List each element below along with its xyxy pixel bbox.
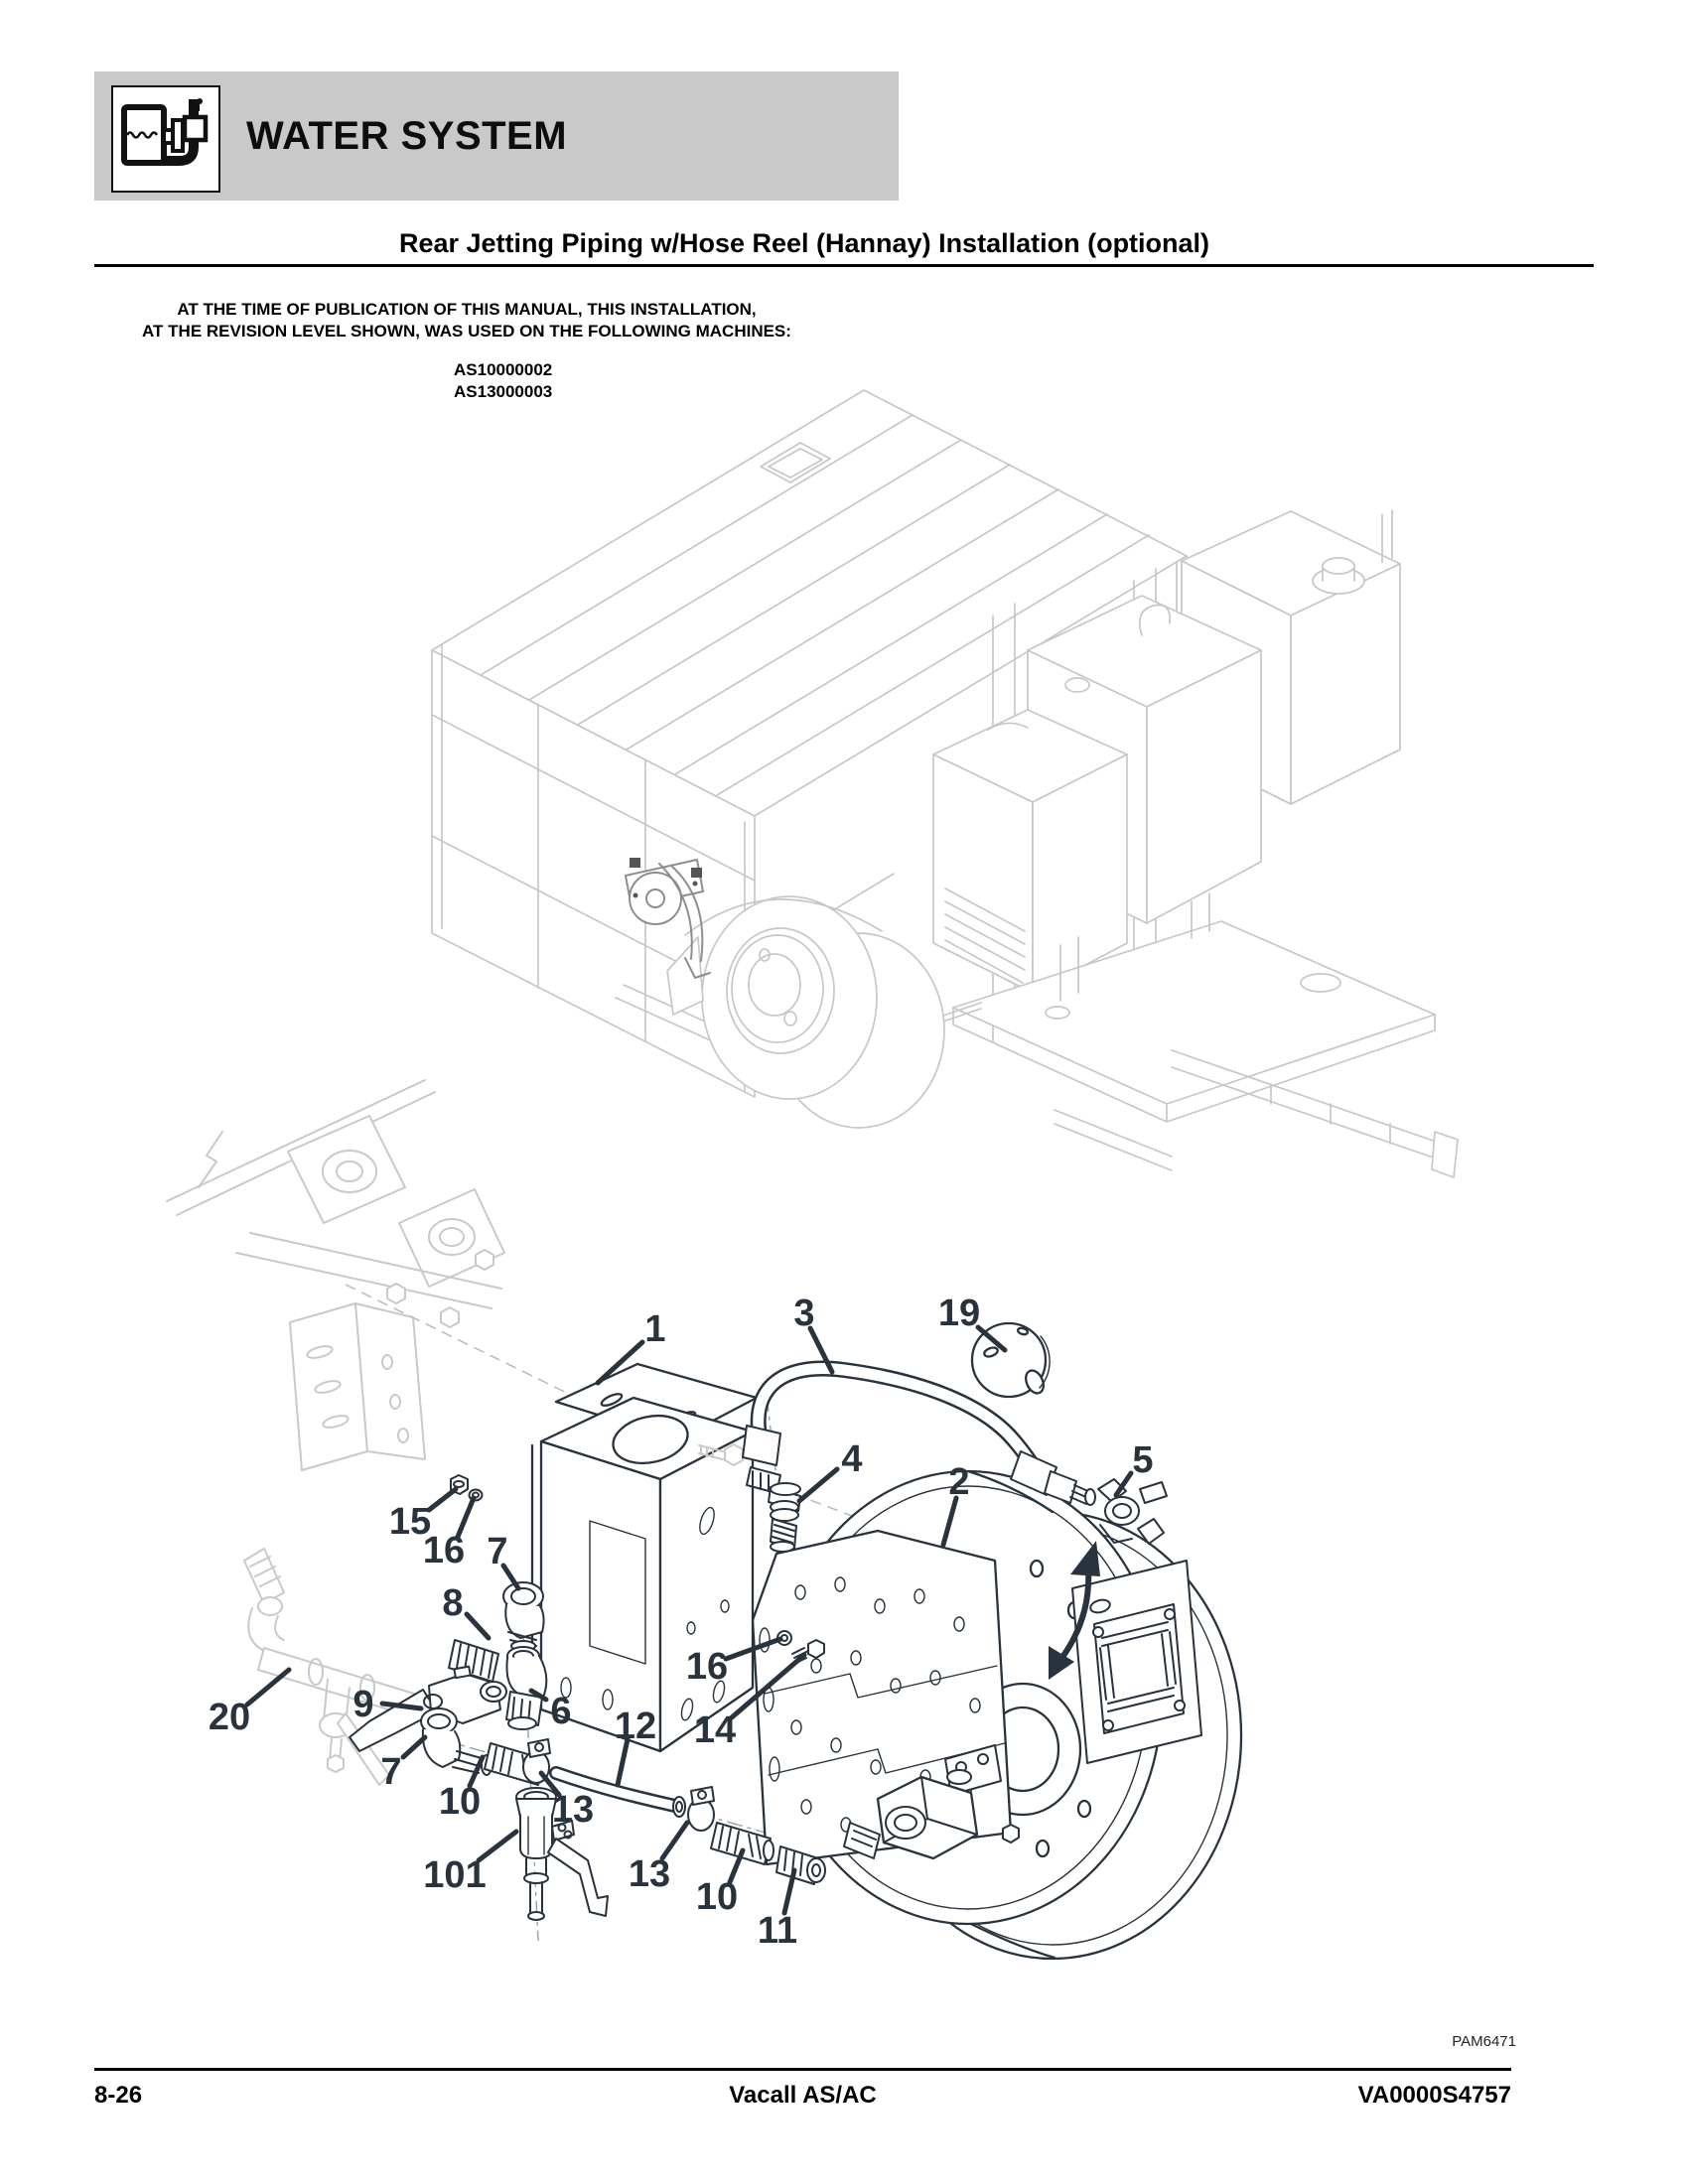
ghost-frame-bracket [166,1079,505,1471]
callout-11-label: 11 [758,1910,797,1952]
part-10-barb-fitting-right [710,1822,774,1865]
callout-12-leader [615,1736,631,1788]
callout-7-leader [400,1734,428,1760]
callout-12-label: 12 [615,1706,656,1747]
callout-14-label: 14 [694,1709,736,1751]
callout-7-label: 7 [487,1531,507,1572]
callout-16-label: 16 [423,1530,465,1571]
page-number: 8-26 [94,2082,143,2109]
machine-serial-list: AS10000002 AS13000003 [454,359,552,402]
part-13-clamp-left [522,1738,551,1784]
publication-notice: AT THE TIME OF PUBLICATION OF THIS MANUA… [89,299,844,341]
callout-20-leader [244,1667,292,1707]
figure-ref-code: PAM6471 [1452,2033,1516,2050]
callout-8-leader [464,1611,492,1641]
callout-10-leader [727,1847,746,1885]
part-9-ball-valve [349,1665,507,1752]
callout-10-label: 10 [439,1781,481,1823]
callout-6-leader [528,1688,549,1703]
mounted-reel-mechanism [625,858,711,979]
machine-serial: AS13000003 [454,381,553,401]
callout-6-label: 6 [550,1691,571,1732]
callout-15-leader [426,1486,459,1513]
notice-line-2: AT THE REVISION LEVEL SHOWN, WAS USED ON… [142,321,791,341]
part-12-hose [549,1766,686,1818]
callout-5-label: 5 [1132,1439,1153,1481]
ghost-pipe-assembly [243,1548,457,1786]
callout-1-label: 1 [644,1308,665,1350]
rear-wheels [666,895,945,1129]
callout-13-leader [538,1770,562,1798]
callout-2-leader [940,1495,959,1548]
callout-10-leader [467,1754,486,1789]
part-1-mounting-bracket [530,1362,759,1753]
callout-16-leader [723,1636,783,1662]
machine-serial: AS10000002 [454,360,553,379]
part-3-hose [742,1360,1096,1506]
footer-rule [94,2068,1511,2071]
rotation-arrow [1049,1541,1100,1680]
callout-101-leader [476,1829,519,1863]
callout-9-leader [379,1701,424,1711]
part-6-elbow [505,1646,548,1730]
water-system-icon [111,85,220,193]
callout-13-label: 13 [552,1789,594,1831]
callout-11-leader [781,1867,797,1916]
part-19-nozzle-ball [970,1321,1051,1399]
notice-line-1: AT THE TIME OF PUBLICATION OF THIS MANUA… [177,300,757,319]
callout-19-label: 19 [938,1293,980,1334]
callout-4-label: 4 [841,1438,862,1480]
part-7-elbow-upper [502,1581,545,1652]
water-tank-icon-drawing [121,98,209,166]
callout-20-label: 20 [209,1697,250,1738]
callout-101-label: 101 [423,1854,486,1896]
callout-4-leader [796,1466,840,1504]
callout-15-label: 15 [389,1501,431,1543]
footer-model: Vacall AS/AC [729,2082,877,2109]
callout-19-leader [975,1324,1008,1353]
callout-8-label: 8 [442,1582,463,1624]
truck-overview-illustration [431,389,1459,1178]
callout-16-leader [455,1495,477,1540]
callout-13-leader [659,1820,690,1861]
callout-10-label: 10 [696,1876,738,1918]
callout-16-label: 16 [686,1646,728,1688]
roller-guide-assembly [1071,1560,1202,1764]
platform-and-chassis [615,892,1459,1178]
part-11-adapter [775,1845,826,1885]
callout-3-label: 3 [793,1293,814,1334]
reel-mounting-plate [751,1529,1013,1866]
part-14-screw [807,1639,825,1659]
title-rule [94,264,1594,267]
part-4-fitting [768,1482,801,1553]
callout-2-label: 2 [948,1461,969,1503]
callout-3-leader [807,1325,835,1375]
callout-14-leader [729,1652,807,1720]
part-101-ball-valve [515,1787,609,1921]
callout-13-label: 13 [629,1853,670,1895]
footer-document-number: VA0000S4757 [1357,2082,1511,2109]
callout-1-leader [595,1339,645,1386]
tank-modules [932,509,1401,994]
callout-7-leader [500,1563,521,1591]
part-5-coupling [1097,1478,1168,1545]
section-title: WATER SYSTEM [246,113,568,158]
callout-5-leader [1113,1470,1134,1498]
part-13-clamp-right [687,1786,715,1832]
callout-7-label: 7 [380,1751,401,1793]
section-banner [94,71,899,201]
callout-9-label: 9 [352,1684,373,1725]
ghost-bolt [698,1443,744,1466]
page-title: Rear Jetting Piping w/Hose Reel (Hannay)… [398,228,1210,258]
reel-swivel-elbow [843,1744,1020,1860]
